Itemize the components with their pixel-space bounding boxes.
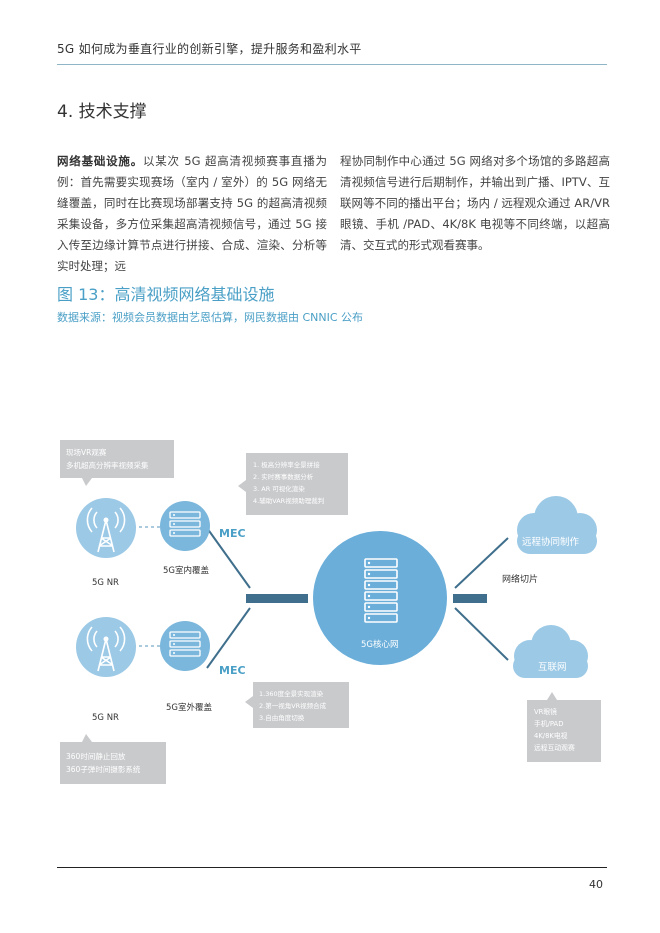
note-right-line-1: VR眼镜 [534,707,557,716]
header-title: 5G 如何成为垂直行业的创新引擎，提升服务和盈利水平 [57,42,362,56]
body-column-right: 程协同制作中心通过 5G 网络对多个场馆的多路超高清视频信号进行后期制作，并输出… [340,154,610,252]
server-top-label: 5G室内覆盖 [163,565,209,576]
bar-left [246,594,308,603]
footer-rule [57,867,607,868]
note-right-line-4: 远程互动观赛 [534,743,575,752]
cloud-top-label: 远程协同制作 [522,536,580,548]
note-right-line-3: 4K/8K电视 [534,731,568,740]
note-mec-bottom-line-3: 3.自由角度切换 [259,713,305,722]
note-mec-bottom-line-2: 2.第一视角VR视频合成 [259,701,327,710]
note-mec-top: 1. 极高分辨率全景拼接 2. 实时赛事数据分析 3. AR 可视化渲染 4.辅… [238,453,348,515]
mec-top-label: MEC [219,527,246,540]
note-mec-bottom: 1.360度全景实现渲染 2.第一视角VR视频合成 3.自由角度切换 [245,682,349,728]
note-mec-top-line-4: 4.辅助VAR视频助理裁判 [253,496,324,505]
tower-bottom-label: 5G NR [92,713,119,723]
figure-title: 图 13：高清视频网络基础设施 [57,285,275,304]
line-mec-bottom [206,607,251,669]
cloud-icon-bottom [513,625,588,678]
server-icon-bottom [160,621,210,671]
cloud-icon-top [517,496,597,554]
note-top-left-line-1: 现场VR观赛 [66,447,107,457]
note-bottom-left-line-2: 360子弹时间摄影系统 [66,764,141,774]
note-top-left-line-2: 多机超高分辨率视频采集 [66,460,149,470]
note-bottom-left-line-1: 360时间静止回放 [66,751,126,761]
network-diagram: 现场VR观赛 多机超高分辨率视频采集 1. 极高分辨率全景拼接 2. 实时赛事数… [60,440,601,784]
connector-lines [206,527,509,669]
bar-right [453,594,487,603]
core-network-label: 5G核心网 [361,639,399,650]
server-bottom-label: 5G室外覆盖 [166,702,212,713]
note-right-line-2: 手机/PAD [534,719,563,728]
body-left-text: 以某次 5G 超高清视频赛事直播为例：首先需要实现赛场（室内 / 室外）的 5G… [57,154,327,273]
mec-bottom-label: MEC [219,664,246,677]
note-mec-top-line-2: 2. 实时赛事数据分析 [253,472,314,481]
note-bottom-left: 360时间静止回放 360子弹时间摄影系统 [60,734,166,784]
note-mec-top-line-1: 1. 极高分辨率全景拼接 [253,460,320,469]
line-mec-top [206,527,251,589]
tower-icon-bottom [76,617,136,677]
cloud-bottom-label: 互联网 [538,662,567,673]
note-top-left: 现场VR观赛 多机超高分辨率视频采集 [60,440,174,486]
tower-icon-top [76,498,136,558]
note-mec-top-line-3: 3. AR 可视化渲染 [253,484,305,493]
line-cloud-bottom [454,607,509,661]
server-icon-top [160,501,210,551]
bold-lead: 网络基础设施。 [57,154,143,168]
note-mec-bottom-line-1: 1.360度全景实现渲染 [259,689,324,698]
figure-source: 数据来源：视频会员数据由艺恩估算，网民数据由 CNNIC 公布 [57,311,364,324]
page-number: 40 [589,878,603,891]
tower-top-label: 5G NR [92,578,119,588]
header-rule [57,64,607,65]
body-column-left: 网络基础设施。以某次 5G 超高清视频赛事直播为例：首先需要实现赛场（室内 / … [57,151,327,277]
network-slicing-label: 网络切片 [502,573,538,585]
section-title: 4. 技术支撑 [57,102,147,122]
note-right-bottom: VR眼镜 手机/PAD 4K/8K电视 远程互动观赛 [527,692,601,762]
line-cloud-top [454,537,509,589]
core-network-icon [313,531,447,665]
